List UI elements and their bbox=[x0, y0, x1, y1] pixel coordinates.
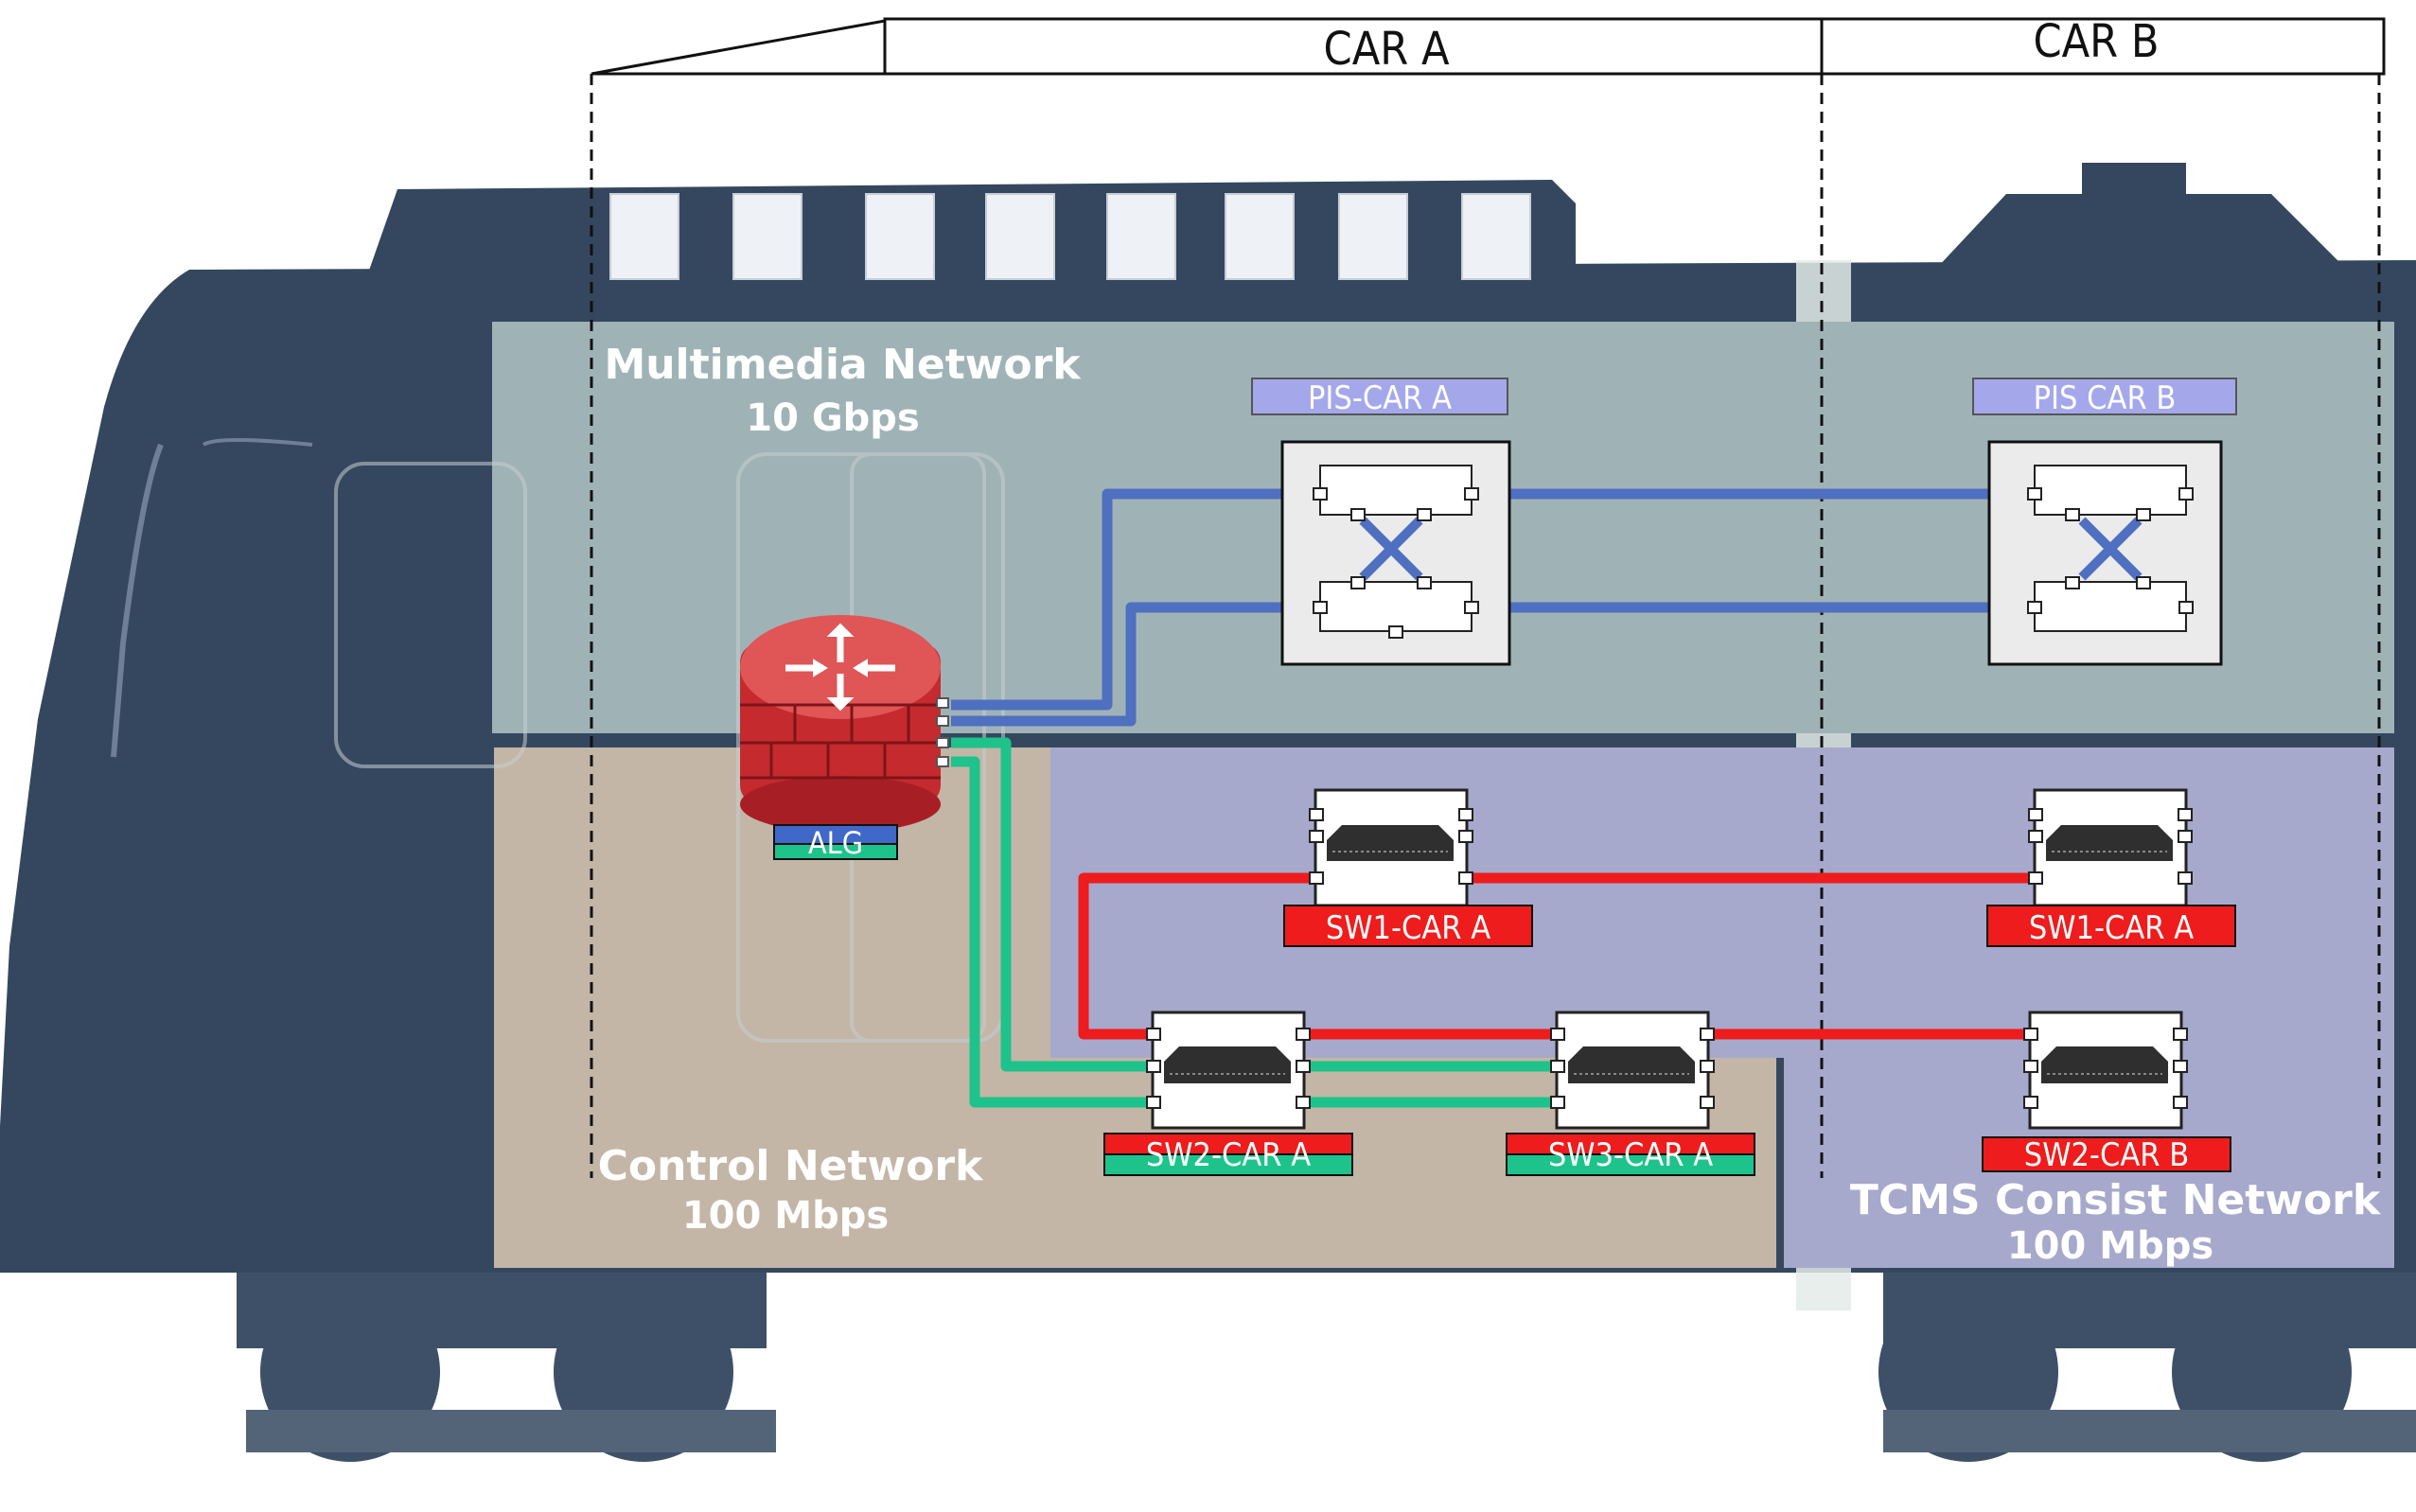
switch-sw1-car-b: SW1-CAR A bbox=[1986, 788, 2236, 947]
switch-icon bbox=[1164, 1046, 1291, 1083]
switch-icon bbox=[2046, 825, 2173, 861]
multimedia-network-title: Multimedia Network bbox=[604, 341, 1082, 389]
sw1-car-a-label: SW1-CAR A bbox=[1326, 909, 1490, 947]
multimedia-link-top bbox=[951, 488, 1320, 711]
network-titles: Multimedia Network 10 Gbps Control Netwo… bbox=[598, 341, 2382, 1268]
control-network-speed: 100 Mbps bbox=[682, 1194, 889, 1238]
crossover-icon bbox=[1359, 517, 1423, 581]
alg-label: ALG bbox=[808, 825, 863, 861]
switch-icon bbox=[1568, 1046, 1695, 1083]
car-b-label: CAR B bbox=[2033, 15, 2159, 68]
alg-ports bbox=[936, 697, 949, 767]
pis-switch-car-a: PIS-CAR A bbox=[1251, 378, 1511, 666]
crossover-icon bbox=[2078, 517, 2143, 581]
tcms-network-speed: 100 Mbps bbox=[2007, 1224, 2213, 1268]
car-a-label: CAR A bbox=[1324, 23, 1450, 76]
router-arrows-icon bbox=[785, 623, 895, 712]
car-boundary-lines bbox=[590, 74, 2381, 1178]
control-links bbox=[951, 737, 1557, 1108]
alg-firewall: ALG bbox=[740, 615, 949, 861]
multimedia-links bbox=[951, 488, 2030, 727]
roof-vents bbox=[609, 193, 1531, 280]
switch-sw2-car-b: SW2-CAR B bbox=[1982, 1011, 2231, 1174]
control-link-sw3 bbox=[951, 756, 1153, 1108]
control-network-title: Control Network bbox=[598, 1142, 984, 1190]
switch-sw3-car-a: SW3-CAR A bbox=[1506, 1011, 1755, 1176]
switch-sw2-car-a: SW2-CAR A bbox=[1103, 1011, 1353, 1176]
bogie-car-a bbox=[237, 1273, 776, 1462]
sw1-car-b-label: SW1-CAR A bbox=[2029, 909, 2194, 947]
switch-icon bbox=[2041, 1046, 2168, 1083]
sw2-car-a-label: SW2-CAR A bbox=[1146, 1136, 1311, 1174]
tcms-links bbox=[1078, 872, 2035, 1040]
pis-car-a-label: PIS-CAR A bbox=[1308, 379, 1452, 417]
bogie-car-b bbox=[1878, 1273, 2416, 1462]
sw2-car-b-label: SW2-CAR B bbox=[2024, 1136, 2189, 1174]
multimedia-network-speed: 10 Gbps bbox=[746, 396, 920, 440]
switch-icon bbox=[1327, 825, 1454, 861]
sw3-car-a-label: SW3-CAR A bbox=[1548, 1136, 1713, 1174]
control-link-sw2 bbox=[951, 737, 1153, 1072]
switch-sw1-car-a: SW1-CAR A bbox=[1283, 788, 1533, 947]
car-header: CAR A CAR B bbox=[590, 15, 2386, 1178]
pis-switch-car-b: PIS CAR B bbox=[1972, 378, 2237, 666]
tcms-link-sw1-sw2 bbox=[1078, 872, 1315, 1040]
tcms-network-title: TCMS Consist Network bbox=[1850, 1176, 2382, 1224]
pis-car-b-label: PIS CAR B bbox=[2034, 379, 2177, 417]
multimedia-link-bottom bbox=[951, 602, 1320, 727]
